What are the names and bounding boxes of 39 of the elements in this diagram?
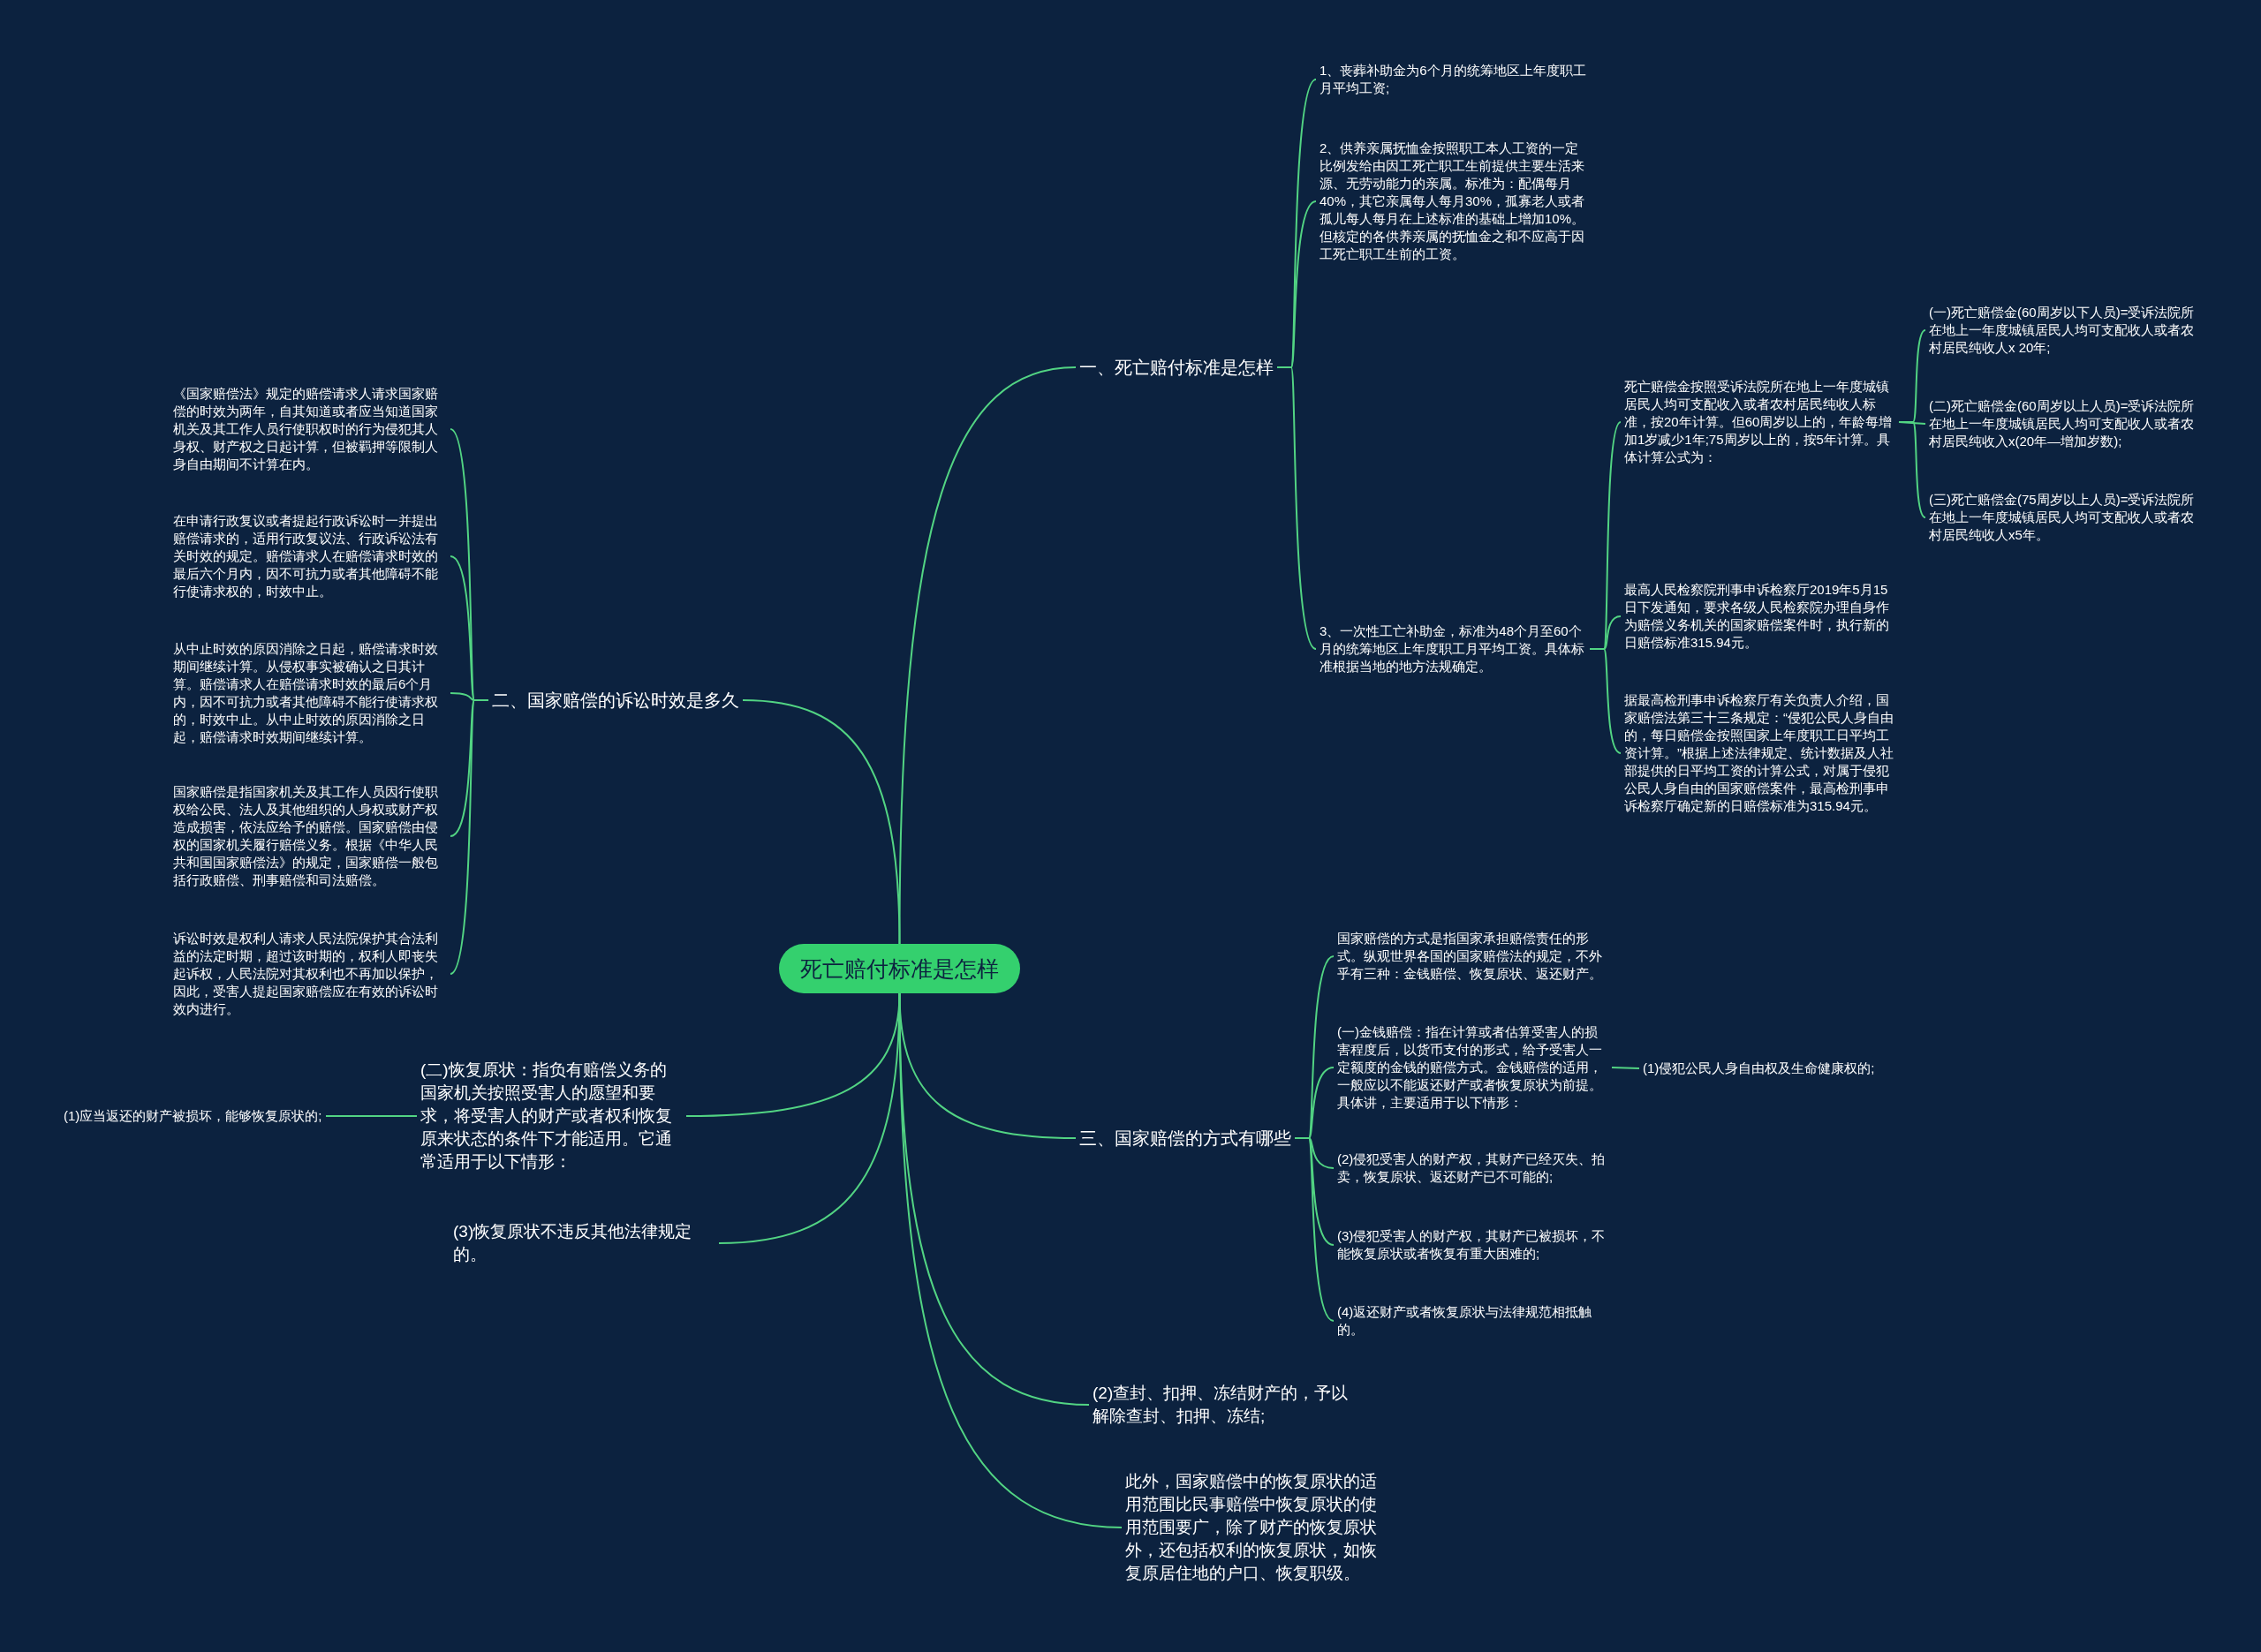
connector: [450, 699, 489, 975]
connector: [898, 992, 1123, 1528]
topic-text: 最高人民检察院刑事申诉检察厅2019年5月15日下发通知，要求各级人民检察院办理自身作为赔偿义务机关的国家赔偿案件时，执行新的日赔偿标准315.94元。: [1621, 579, 1899, 653]
branch-topic: 三、国家赔偿的方式有哪些: [1076, 1124, 1295, 1152]
topic-text: (1)应当返还的财产被损坏，能够恢复原状的;: [60, 1105, 326, 1127]
connector: [742, 699, 901, 945]
topic-text: 诉讼时效是权利人请求人民法院保护其合法利益的法定时期，超过该时期的，权利人即丧失起诉权，人民法院对其权利也不再加以保护，因此，受害人提起国家赔偿应在有效的诉讼时效内进行。: [170, 928, 450, 1020]
connector: [718, 992, 901, 1244]
topic-text: 2、供养亲属抚恤金按照职工本人工资的一定比例发给由因工死亡职工生前提供主要生活来源、无劳动能力的亲属。标准为：配偶每月40%，其它亲属每人每月30%，孤寡老人或者孤儿每人每月在上述标准的基础上增加10%。但核定的各供养亲属的抚恤金之和不应高于因工死亡职工生前的工资。: [1316, 138, 1590, 265]
topic-text: 从中止时效的原因消除之日起，赔偿请求时效期间继续计算。从侵权事实被确认之日其计算。赔偿请求人在赔偿请求时效的最后6个月内，因不可抗力或者其他障碍不能行使请求权的，时效中止。从中止时效的原因消除之日起，赔偿请求时效期间继续计算。: [170, 638, 450, 748]
topic-text: (4)返还财产或者恢复原状与法律规范相抵触的。: [1334, 1301, 1612, 1340]
topic-text: (二)死亡赔偿金(60周岁以上人员)=受诉法院所在地上一年度城镇居民人均可支配收人或者农村居民纯收入x(20年—增加岁数);: [1925, 396, 2208, 452]
topic-text: (一)死亡赔偿金(60周岁以下人员)=受诉法院所在地上一年度城镇居民人均可支配收人或者农村居民纯收人x 20年;: [1925, 302, 2208, 358]
topic-text: 此外，国家赔偿中的恢复原状的适用范围比民事赔偿中恢复原状的使用范围要广，除了财产的恢复原状外，还包括权利的恢复原状，如恢复原居住地的户口、恢复职级。: [1122, 1468, 1391, 1587]
topic-text: (3)侵犯受害人的财产权，其财产已被损坏，不能恢复原状或者恢复有重大困难的;: [1334, 1226, 1612, 1264]
topic-text: (3)恢复原状不违反其他法律规定的。: [450, 1218, 719, 1268]
topic-text: 《国家赔偿法》规定的赔偿请求人请求国家赔偿的时效为两年，自其知道或者应当知道国家机关及其工作人员行使职权时的行为侵犯其人身权、财产权之日起计算，但被羁押等限制人身自由期间不计算在内。: [170, 383, 450, 475]
topic-text: (二)恢复原状：指负有赔偿义务的国家机关按照受害人的愿望和要求，将受害人的财产或者权利恢复原来状态的条件下才能适用。它通常适用于以下情形：: [417, 1057, 686, 1175]
topic-text: 死亡赔偿金按照受诉法院所在地上一年度城镇居民人均可支配收入或者农村居民纯收人标准，按20年计算。但60周岁以上的，年龄每增加1岁减少1年;75周岁以上的，按5年计算。具体计算公式为：: [1621, 376, 1899, 468]
topic-text: 1、丧葬补助金为6个月的统筹地区上年度职工月平均工资;: [1316, 60, 1590, 99]
topic-text: (2)查封、扣押、冻结财产的，予以解除查封、扣押、冻结;: [1089, 1380, 1358, 1429]
connector: [1294, 1137, 1335, 1322]
central-topic: 死亡赔付标准是怎样: [779, 944, 1020, 993]
topic-text: 据最高检刑事申诉检察厅有关负责人介绍，国家赔偿法第三十三条规定：“侵犯公民人身自由的，每日赔偿金按照国家上年度职工日平均工资计算。”根据上述法律规定、统计数据及人社部提供的日平均工资的计算公式，对属于侵犯公民人身自由的国家赔偿案件，最高检刑事申诉检察厅确定新的日赔偿标准为315.94元。: [1621, 690, 1899, 817]
connector: [1276, 366, 1317, 650]
topic-text: (一)金钱赔偿：指在计算或者估算受害人的损害程度后，以货币支付的形式，给予受害人一定额度的金钱的赔偿方式。金钱赔偿的适用，一般应以不能返还财产或者恢复原状为前提。具体讲，主要适用于以下情形：: [1334, 1022, 1612, 1113]
connector: [1589, 648, 1622, 754]
connector: [1611, 1067, 1640, 1069]
topic-text: (三)死亡赔偿金(75周岁以上人员)=受诉法院所在地上一年度城镇居民人均可支配收人或者农村居民纯收人x5年。: [1925, 489, 2208, 546]
topic-text: 在申请行政复议或者提起行政诉讼时一并提出赔偿请求的，适用行政复议法、行政诉讼法有关时效的规定。赔偿请求人在赔偿请求时效的最后六个月内，因不可抗力或者其他障碍不能行使请求权的，时效中止。: [170, 510, 450, 602]
topic-text: (1)侵犯公民人身自由权及生命健康权的;: [1639, 1058, 1879, 1079]
topic-text: (2)侵犯受害人的财产权，其财产已经灭失、拍卖，恢复原状、返还财产已不可能的;: [1334, 1149, 1612, 1188]
topic-text: 国家赔偿的方式是指国家承担赔偿责任的形式。纵观世界各国的国家赔偿法的规定，不外乎有三种：金钱赔偿、恢复原状、返还财产。: [1334, 928, 1612, 984]
branch-topic: 二、国家赔偿的诉讼时效是多久: [488, 686, 743, 714]
connector: [1898, 421, 1926, 518]
branch-topic: 一、死亡赔付标准是怎样: [1076, 353, 1277, 381]
topic-text: 国家赔偿是指国家机关及其工作人员因行使职权给公民、法人及其他组织的人身权或财产权造成损害，依法应给予的赔偿。国家赔偿由侵权的国家机关履行赔偿义务。根据《中华人民共和国国家赔偿法》的规定，国家赔偿一般包括行政赔偿、刑事赔偿和司法赔偿。: [170, 781, 450, 891]
topic-text: 3、一次性工亡补助金，标准为48个月至60个月的统筹地区上年度职工月平均工资。具体标准根据当地的地方法规确定。: [1316, 621, 1590, 677]
connector: [325, 1115, 418, 1117]
